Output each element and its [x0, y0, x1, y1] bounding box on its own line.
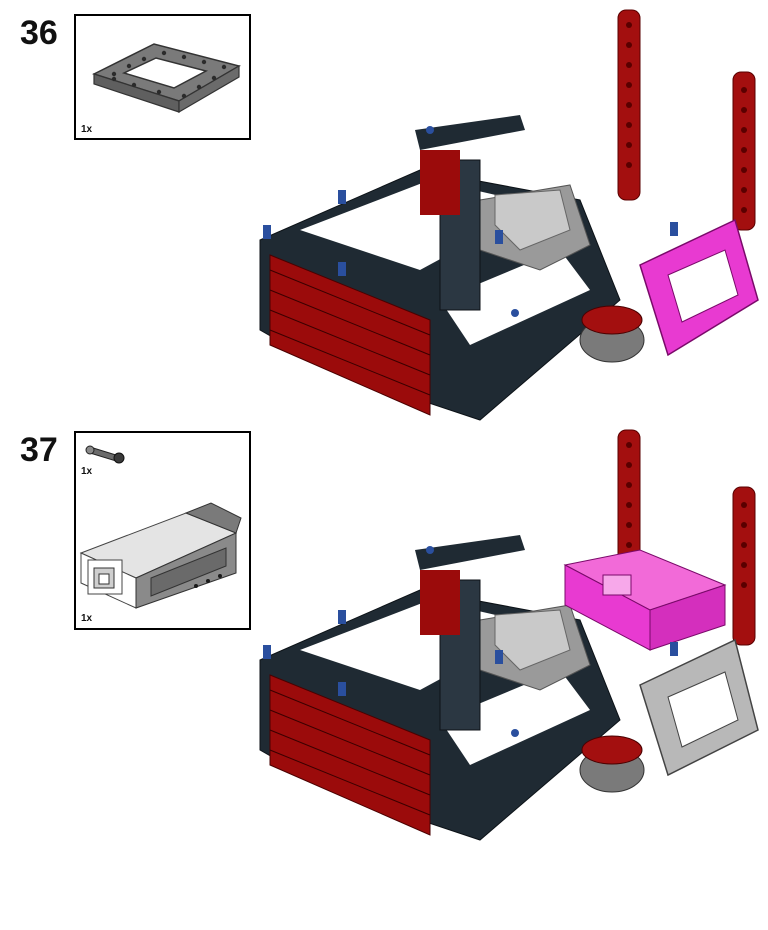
parts-callout-36: 1x: [74, 14, 251, 140]
part-qty-label: 1x: [81, 124, 93, 135]
part-qty-label: 1x: [81, 613, 93, 624]
axle-pin-part-icon: [85, 445, 125, 464]
gray-frame-part-icon: [92, 43, 241, 114]
part-qty-label: 1x: [81, 466, 93, 477]
step-number-37: 37: [20, 431, 58, 469]
step-number-36: 36: [20, 14, 58, 52]
medium-motor-part-icon: [79, 502, 242, 609]
parts-callout-37: 1x 1x: [74, 431, 251, 630]
model-assembly-step-37: [259, 429, 759, 841]
model-assembly-step-36: [259, 9, 759, 421]
